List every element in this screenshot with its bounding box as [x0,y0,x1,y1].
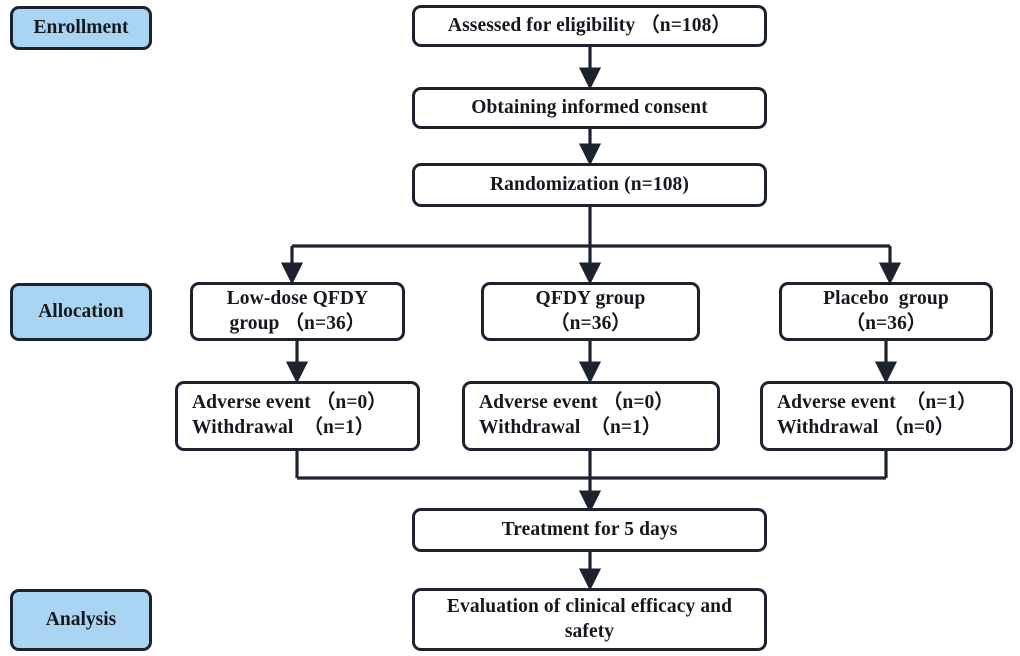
node-group-qfdy: QFDY group （n=36） [481,282,700,341]
node-evaluation-line-1: Evaluation of clinical efficacy and [446,595,733,617]
node-randomization-line-1: Randomization (n=108) [489,173,689,195]
stage-label-enrollment: Enrollment [10,6,152,50]
node-group-qfdy-line-2: （n=36） [549,312,632,334]
node-group-qfdy-line-1: QFDY group [535,287,646,309]
node-evaluation-of-clinical-efficacy-and-safety: Evaluation of clinical efficacy and safe… [412,588,767,651]
node-events-qfdy-line-1: Adverse event （n=0） [479,392,674,414]
node-events-qfdy-line-2: Withdrawal （n=1） [479,417,662,438]
node-group-placebo-line-1: Placebo group [823,287,949,309]
node-events-placebo-line-2: Withdrawal （n=0） [777,417,955,438]
node-group-placebo-line-2: （n=36） [845,312,927,334]
node-assessed-line-1: Assessed for eligibility （n=108） [447,14,732,36]
stage-label-allocation-text: Allocation [38,301,124,322]
node-assessed-for-eligibility: Assessed for eligibility （n=108） [412,5,767,47]
stage-label-allocation: Allocation [10,283,152,341]
node-obtaining-informed-consent: Obtaining informed consent [412,87,767,129]
node-randomization: Randomization (n=108) [412,163,767,207]
node-group-low-dose-qfdy: Low-dose QFDY group （n=36） [190,282,405,341]
node-treatment-for-5-days: Treatment for 5 days [412,508,767,552]
node-evaluation-line-2: safety [564,620,615,642]
node-events-placebo: Adverse event （n=1） Withdrawal （n=0） [760,381,1013,451]
node-events-placebo-line-1: Adverse event （n=1） [777,392,977,414]
node-group-low-line-1: Low-dose QFDY [226,287,369,309]
node-group-low-line-2: group （n=36） [229,312,366,334]
stage-label-enrollment-text: Enrollment [33,17,129,38]
node-group-placebo: Placebo group （n=36） [779,282,993,341]
node-events-low-line-2: Withdrawal （n=1） [192,417,375,438]
node-consent-line-1: Obtaining informed consent [471,96,708,118]
node-events-low-line-1: Adverse event （n=0） [192,392,387,414]
node-events-low-dose: Adverse event （n=0） Withdrawal （n=1） [175,381,420,451]
node-treatment-line-1: Treatment for 5 days [501,518,678,540]
stage-label-analysis-text: Analysis [45,609,117,630]
node-events-qfdy: Adverse event （n=0） Withdrawal （n=1） [462,381,720,451]
stage-label-analysis: Analysis [10,589,152,651]
